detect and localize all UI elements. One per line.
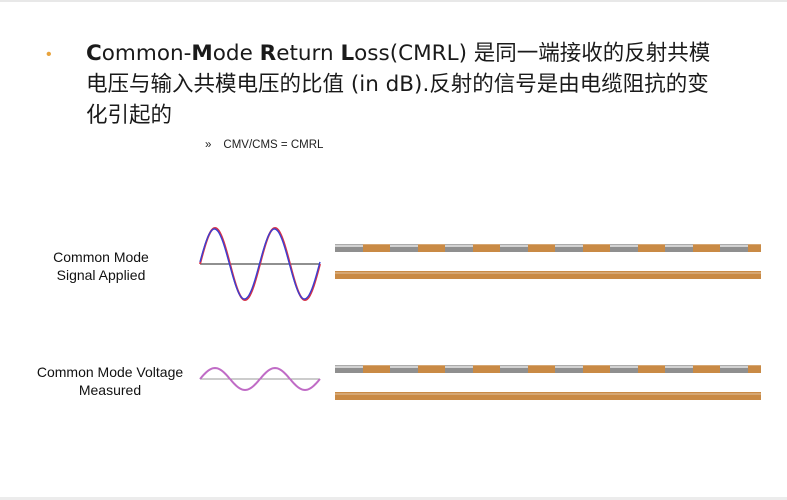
applied-cable-stripe-highlight <box>610 245 638 247</box>
measured-cable-stripe <box>720 365 748 373</box>
measured-cable-bottom-sheen <box>335 393 761 395</box>
bold-letter-c: C <box>86 41 102 66</box>
applied-wave-blue <box>199 228 321 300</box>
measured-cable-stripe <box>335 365 363 373</box>
applied-cable-stripe-highlight <box>500 245 528 247</box>
bold-letter-m: M <box>191 41 213 66</box>
bullet-paragraph: Common-Mode Return Loss(CMRL) 是同一端接收的反射共… <box>86 38 726 131</box>
label-measured-line1: Common Mode Voltage <box>36 364 184 380</box>
applied-sine-wave <box>199 226 321 302</box>
label-applied-line2: Signal Applied <box>56 267 146 283</box>
measured-cable-stripe-highlight <box>445 366 473 368</box>
applied-cable-stripe <box>445 244 473 252</box>
applied-cable-stripe-highlight <box>555 245 583 247</box>
measured-cable-pair <box>335 365 761 400</box>
applied-cable-stripe <box>720 244 748 252</box>
applied-cable-stripe <box>335 244 363 252</box>
applied-cable-stripe <box>610 244 638 252</box>
applied-cable-stripe <box>555 244 583 252</box>
applied-cable-stripe <box>665 244 693 252</box>
sub-bullet: » CMV/CMS = CMRL <box>205 139 323 151</box>
applied-cable-stripe-highlight <box>390 245 418 247</box>
measured-cable-stripe <box>610 365 638 373</box>
measured-sine-wave <box>199 366 321 392</box>
bottom-rule <box>0 497 787 500</box>
bold-letter-l: L <box>340 41 355 66</box>
measured-wave-curve <box>199 366 321 392</box>
bullet-text-1: ommon- <box>101 41 192 66</box>
sub-bullet-formula: CMV/CMS = CMRL <box>223 139 324 151</box>
measured-cable-stripe-highlight <box>610 366 638 368</box>
applied-cable-stripe-highlight <box>335 245 363 247</box>
applied-cable-pair <box>335 244 761 279</box>
measured-cable-stripe-highlight <box>500 366 528 368</box>
label-signal-applied: Common Mode Signal Applied <box>40 248 162 284</box>
measured-cable-top <box>335 365 761 373</box>
applied-cable-bottom-sheen <box>335 272 761 274</box>
applied-cable-stripe <box>390 244 418 252</box>
applied-cable-top <box>335 244 761 252</box>
measured-cable-stripe-highlight <box>555 366 583 368</box>
applied-cable-stripe-highlight <box>445 245 473 247</box>
measured-cable-stripe-highlight <box>335 366 363 368</box>
measured-cable-stripe-highlight <box>390 366 418 368</box>
applied-cable-top-sheen <box>335 244 761 245</box>
bullet-text-4: oss(CMRL) 是同一端接收的反射共模电压与输入共模电压的比值 (in dB… <box>86 41 711 128</box>
applied-cable-stripe-highlight <box>665 245 693 247</box>
applied-cable-stripe-highlight <box>720 245 748 247</box>
sub-bullet-marker: » <box>205 139 212 151</box>
label-applied-line1: Common Mode <box>53 249 149 265</box>
bullet-text-3: eturn <box>276 41 341 66</box>
measured-cable-stripe <box>555 365 583 373</box>
measured-cable-stripe-highlight <box>665 366 693 368</box>
measured-cable-stripe <box>665 365 693 373</box>
measured-cable-stripe-highlight <box>720 366 748 368</box>
top-rule <box>0 0 787 2</box>
bullet-dot: • <box>46 46 52 63</box>
applied-cable-bottom <box>335 271 761 279</box>
measured-cable-bottom <box>335 392 761 400</box>
label-measured-line2: Measured <box>78 382 142 398</box>
bullet-text-2: ode <box>212 41 260 66</box>
measured-cable-stripe <box>445 365 473 373</box>
bold-letter-r: R <box>259 41 277 66</box>
label-voltage-measured: Common Mode Voltage Measured <box>22 363 198 399</box>
measured-cable-stripe <box>500 365 528 373</box>
measured-cable-stripe <box>390 365 418 373</box>
measured-cable-top-sheen <box>335 365 761 366</box>
applied-cable-stripe <box>500 244 528 252</box>
